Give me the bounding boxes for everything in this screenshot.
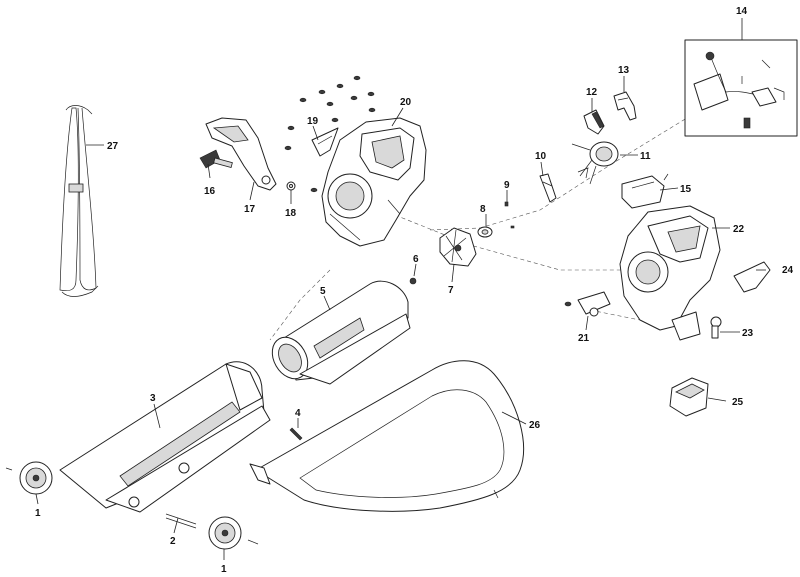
callout-27: 27: [107, 141, 119, 152]
part-5-blower-tube: [271, 280, 411, 385]
callout-15: 15: [680, 184, 692, 195]
callout-12: 12: [586, 87, 598, 98]
callout-4: 4: [295, 408, 301, 419]
callout-3: 3: [150, 393, 156, 404]
leader-lines: [35, 18, 766, 560]
part-16-knob: [199, 149, 233, 169]
callout-1-right: 1: [221, 564, 227, 575]
callout-5: 5: [320, 286, 326, 297]
callout-26: 26: [529, 420, 541, 431]
part-17-handle: [205, 117, 277, 191]
callout-24: 24: [782, 265, 794, 276]
part-7-fan: [439, 227, 477, 267]
part-3-suction-tube: [59, 361, 271, 513]
part-1-wheel-right: [208, 516, 259, 550]
part-15-switch: [621, 173, 669, 209]
callout-16: 16: [204, 186, 216, 197]
callout-18: 18: [285, 208, 297, 219]
callout-9: 9: [504, 180, 510, 191]
part-12-bracket: [583, 109, 605, 135]
part-8-hub: [477, 226, 493, 238]
part-1-wheel-left: [5, 461, 53, 495]
part-10-shaft: [539, 173, 557, 203]
part-27-cord-loop: [59, 105, 99, 297]
part-24-deflector: [733, 261, 771, 293]
callout-19: 19: [307, 116, 319, 127]
callout-7: 7: [448, 285, 454, 296]
part-21-plate: [564, 291, 611, 317]
part-14-wiring-kit: [684, 39, 798, 137]
part-4-pin: [289, 427, 303, 441]
callout-6: 6: [413, 254, 419, 265]
part-23-screw: [710, 316, 722, 339]
callout-21: 21: [578, 333, 590, 344]
part-20-left-housing: [321, 117, 427, 247]
callout-11: 11: [640, 151, 651, 162]
callout-1-left: 1: [35, 508, 41, 519]
part-2-axle: [165, 513, 197, 529]
part-25-adapter: [669, 377, 709, 417]
callout-10: 10: [535, 151, 547, 162]
part-6-nut: [409, 277, 417, 285]
part-18-washer: [286, 181, 296, 191]
callout-13: 13: [618, 65, 630, 76]
callout-17: 17: [244, 204, 256, 215]
callout-8: 8: [480, 204, 486, 215]
callout-22: 22: [733, 224, 745, 235]
part-9-pin: [504, 201, 515, 229]
callout-20: 20: [400, 97, 412, 108]
screws-group: [284, 75, 376, 193]
part-11-motor: [571, 141, 619, 185]
part-26-bag: [249, 360, 524, 512]
part-19-clip: [311, 127, 339, 157]
callout-25: 25: [732, 397, 744, 408]
callout-labels: 27 14 13 12 20 19 16 17 18 10 9 11 15 8 …: [35, 6, 794, 575]
callout-23: 23: [742, 328, 754, 339]
callout-14: 14: [736, 6, 748, 17]
callout-2: 2: [170, 536, 176, 547]
part-13-clamp: [613, 91, 637, 121]
part-22-right-housing: [619, 205, 721, 341]
